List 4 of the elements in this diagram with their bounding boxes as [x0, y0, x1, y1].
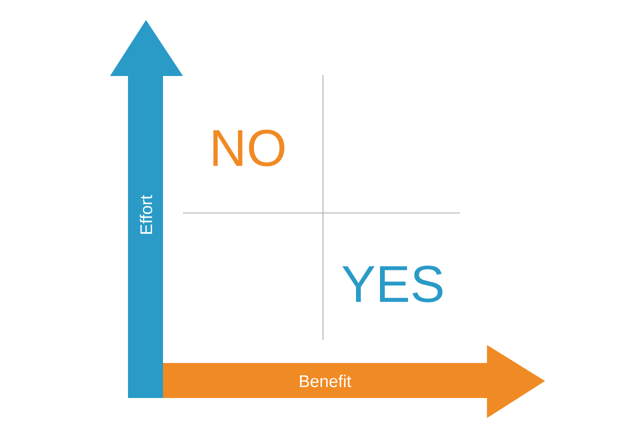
axis-label: Benefit [300, 374, 352, 388]
axis-label: Effort [140, 195, 152, 234]
quadrant-label: NO [213, 130, 284, 166]
quadrant-label: YES [342, 266, 442, 302]
